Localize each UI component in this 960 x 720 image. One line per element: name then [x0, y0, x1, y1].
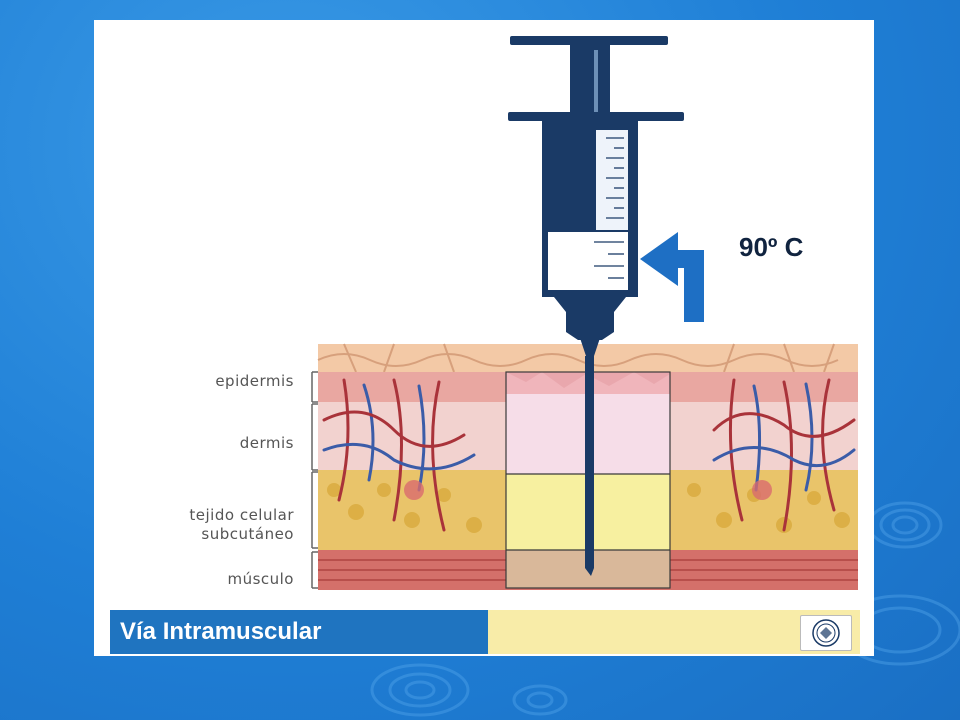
- needle: [585, 356, 594, 568]
- footer-bar: Vía Intramuscular: [110, 610, 860, 654]
- barrel-flange: [508, 112, 684, 121]
- syringe-tip: [554, 297, 626, 340]
- institution-seal-icon: [800, 615, 852, 651]
- caption-text: Vía Intramuscular: [120, 618, 322, 645]
- label-epidermis: epidermis: [215, 372, 294, 390]
- label-subcutaneous: tejido celular subcutáneo: [189, 506, 294, 543]
- label-muscle: músculo: [227, 570, 294, 588]
- angle-arrow-icon: [640, 232, 704, 322]
- label-dermis: dermis: [239, 434, 294, 452]
- plunger-cap: [510, 36, 668, 45]
- angle-label: 90º C: [739, 232, 804, 262]
- diagram-panel: epidermis dermis tejido celular subcután…: [94, 20, 874, 656]
- plunger-rod: [570, 45, 610, 115]
- syringe: [508, 36, 684, 576]
- needle-hub: [580, 338, 600, 356]
- barrel-fluid: [548, 232, 628, 290]
- caption-box: Vía Intramuscular: [110, 610, 488, 654]
- intramuscular-diagram: [311, 36, 858, 590]
